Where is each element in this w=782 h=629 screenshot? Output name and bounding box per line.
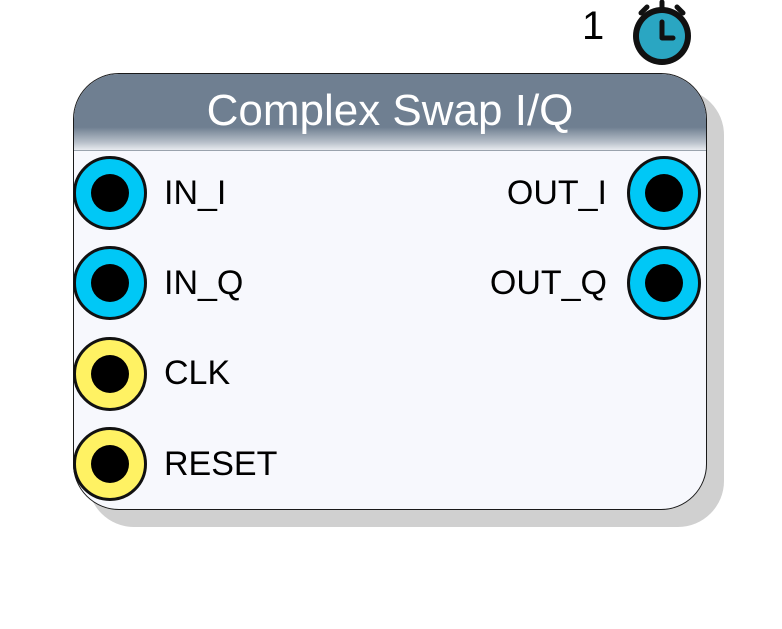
input-label-reset: RESET	[164, 445, 278, 483]
input-port-clk[interactable]	[73, 337, 147, 411]
input-port-in-q[interactable]	[73, 246, 147, 320]
input-label-in-q: IN_Q	[164, 264, 244, 302]
output-label-out-i: OUT_I	[506, 174, 607, 212]
block-title: Complex Swap I/Q	[206, 86, 574, 135]
input-label-clk: CLK	[164, 354, 231, 392]
input-port-reset[interactable]	[73, 427, 147, 501]
output-port-out-q[interactable]	[627, 246, 701, 320]
input-port-in-i[interactable]	[73, 156, 147, 230]
input-label-in-i: IN_I	[164, 174, 227, 212]
stopwatch-icon	[633, 0, 691, 65]
output-label-out-q: OUT_Q	[489, 264, 607, 302]
complex-swap-iq-block[interactable]: Complex Swap I/Q	[73, 73, 707, 510]
block-header: Complex Swap I/Q	[74, 74, 706, 151]
latency-count: 1	[582, 4, 605, 48]
output-port-out-i[interactable]	[627, 156, 701, 230]
